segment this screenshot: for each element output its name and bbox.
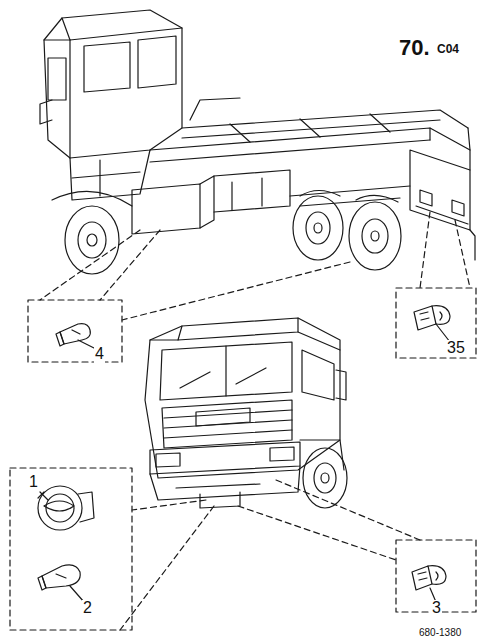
callout-number: 3: [431, 600, 442, 617]
figure-code: C04: [436, 43, 460, 56]
callout-leaders: [40, 324, 450, 602]
bulb-2: [38, 565, 80, 590]
truck-chassis: [40, 10, 475, 274]
bulb-3: [412, 566, 446, 590]
leader-lines: [40, 212, 470, 630]
drawing-number: 680-1380: [418, 628, 462, 639]
callout-number: 4: [94, 346, 105, 363]
callout-number: 2: [82, 600, 93, 617]
bulb-35: [414, 306, 450, 330]
callout-number: 35: [446, 340, 466, 357]
bulb-holder-1: [38, 486, 94, 530]
detail-frames: [10, 288, 476, 630]
figure-number: 70.: [398, 36, 431, 59]
bulb-4: [56, 324, 90, 346]
callout-number: 1: [28, 474, 39, 491]
truck-cab-front: [145, 318, 347, 508]
